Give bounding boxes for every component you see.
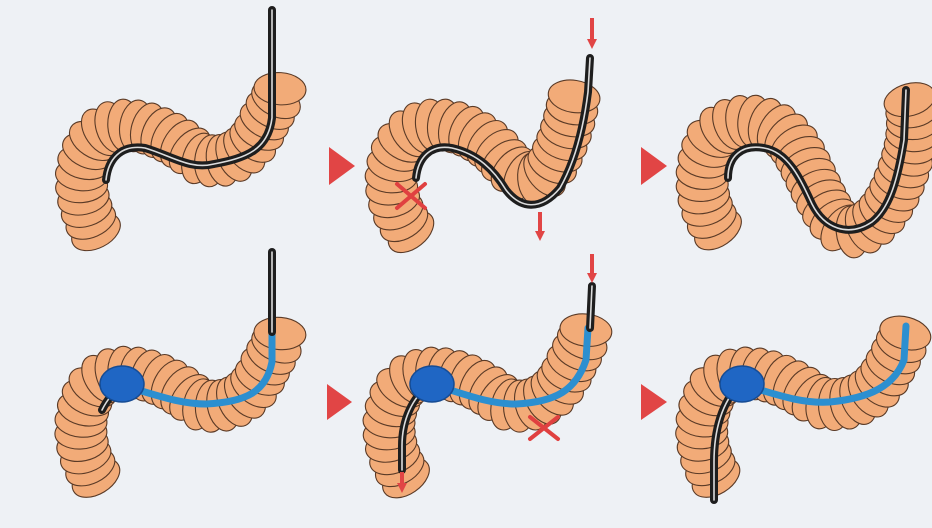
balloon-icon [410, 366, 454, 402]
balloon-icon [100, 366, 144, 402]
balloon-icon [720, 366, 764, 402]
